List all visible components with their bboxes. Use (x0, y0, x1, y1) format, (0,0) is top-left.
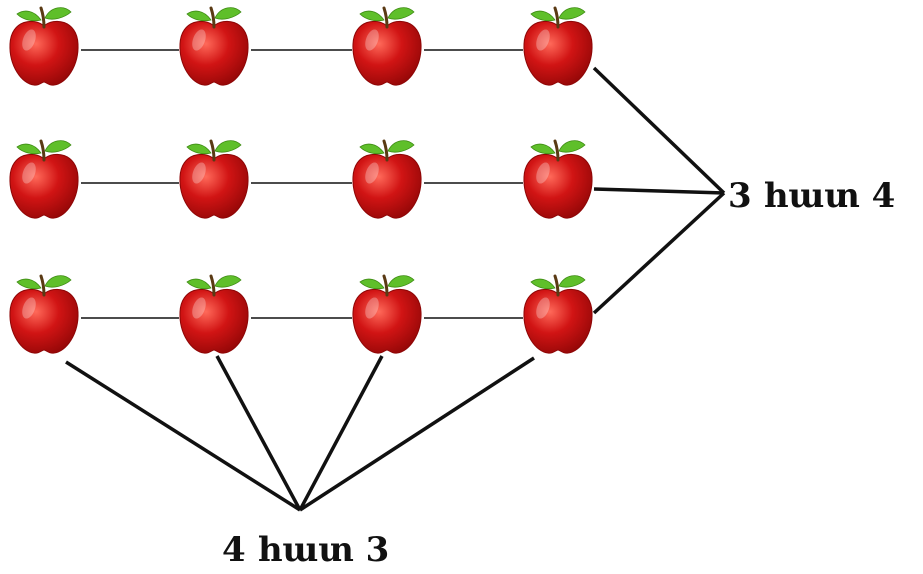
row-group-line (592, 66, 726, 195)
apple-icon (9, 139, 79, 219)
apple-icon (352, 139, 422, 219)
apple-icon (9, 274, 79, 354)
apple-icon (523, 274, 593, 354)
apple-icon (9, 6, 79, 86)
column-group-line (298, 355, 384, 511)
columns-grouping-label: 4 հատ 3 (222, 530, 390, 570)
apple-icon (523, 139, 593, 219)
column-group-line (215, 355, 302, 511)
row-group-line (592, 191, 726, 315)
apple-icon (179, 274, 249, 354)
apple-icon (523, 6, 593, 86)
apple-icon (352, 6, 422, 86)
apple-grid (9, 6, 593, 354)
apple-icon (179, 139, 249, 219)
column-group-line (299, 356, 535, 512)
connector-lines (65, 49, 726, 512)
apple-icon (352, 274, 422, 354)
row-group-line (593, 187, 725, 195)
apple-icon (179, 6, 249, 86)
rows-grouping-label: 3 հատ 4 (728, 176, 896, 216)
column-group-line (65, 360, 301, 512)
